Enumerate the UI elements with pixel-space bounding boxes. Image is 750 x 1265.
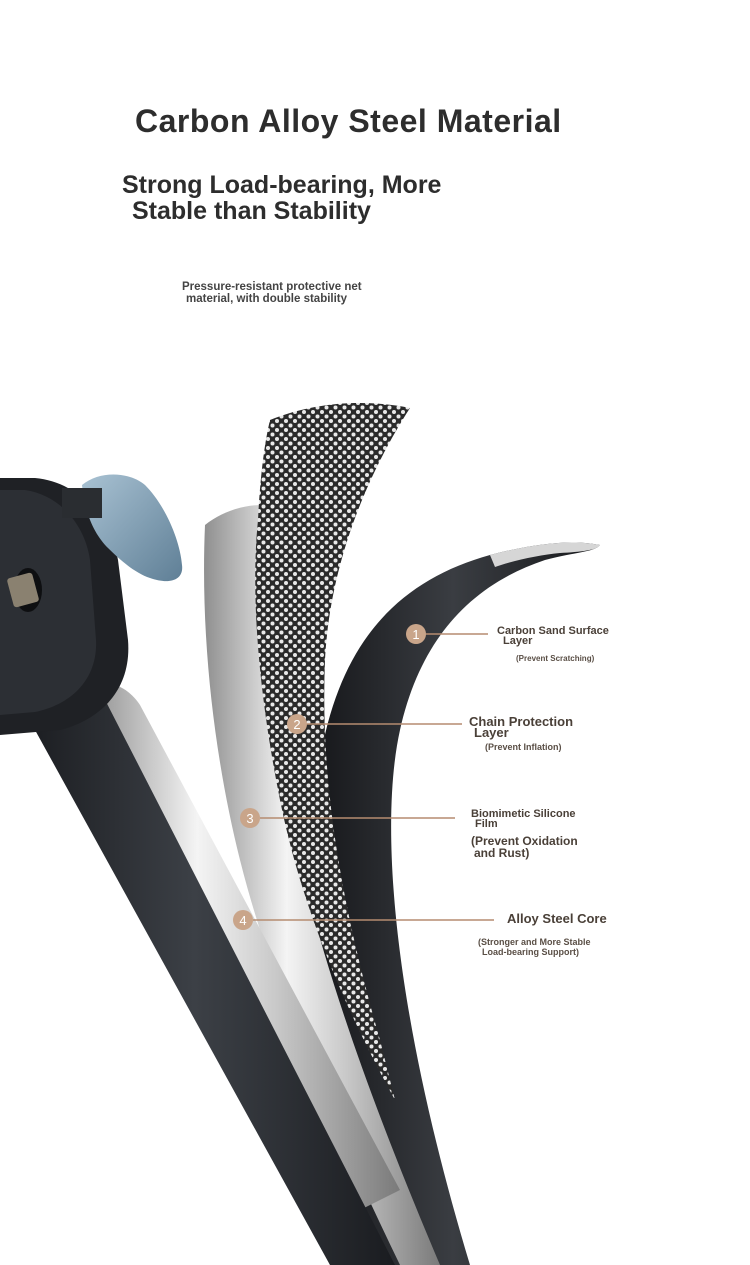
callout-number-1: 1 bbox=[412, 627, 419, 642]
callout-marker-1 bbox=[406, 624, 426, 644]
callout-marker-3 bbox=[240, 808, 260, 828]
callout-1-line-1: Carbon Sand Surface bbox=[497, 625, 609, 637]
callout-number-4: 4 bbox=[239, 913, 246, 928]
callout-3-line-2: Film bbox=[475, 818, 498, 830]
alloy-steel-core bbox=[88, 683, 400, 1210]
callout-4-line-1: Alloy Steel Core bbox=[507, 911, 607, 926]
callout-marker-2 bbox=[287, 714, 307, 734]
callout-label-4: Alloy Steel Core (Stronger and More Stab… bbox=[478, 911, 607, 957]
callout-label-1: Carbon Sand Surface Layer (Prevent Scrat… bbox=[497, 626, 609, 664]
callout-3-line-1: Biomimetic Silicone bbox=[471, 808, 576, 820]
callout-label-3: Biomimetic Silicone Film (Prevent Oxidat… bbox=[471, 808, 578, 860]
callout-2-line-2: Layer bbox=[474, 725, 509, 740]
knob-icon bbox=[82, 474, 183, 582]
callout-marker-4 bbox=[233, 910, 253, 930]
page-title: Carbon Alloy Steel Material bbox=[135, 103, 562, 139]
callout-2-detail: (Prevent Inflation) bbox=[485, 742, 562, 752]
note-line-2: material, with double stability bbox=[186, 293, 348, 305]
callout-4-detail-2: Load-bearing Support) bbox=[482, 947, 579, 957]
callout-3-detail-1: (Prevent Oxidation bbox=[471, 834, 578, 848]
callout-number-3: 3 bbox=[246, 811, 253, 826]
subtitle-line-1: Strong Load-bearing, More bbox=[122, 171, 442, 199]
subtitle: Strong Load-bearing, More Stable than St… bbox=[122, 172, 441, 224]
material-note: Pressure-resistant protective net materi… bbox=[182, 281, 362, 305]
callout-2-line-1: Chain Protection bbox=[469, 714, 574, 729]
callout-label-2: Chain Protection Layer (Prevent Inflatio… bbox=[469, 714, 574, 753]
clamp-face bbox=[0, 490, 97, 715]
carbon-surface-layer bbox=[306, 542, 600, 1265]
mesh-protection-layer bbox=[255, 403, 410, 1101]
callout-3-detail-2: and Rust) bbox=[474, 846, 530, 860]
subtitle-line-2: Stable than Stability bbox=[132, 197, 371, 225]
callout-1-detail: (Prevent Scratching) bbox=[516, 654, 595, 663]
note-line-1: Pressure-resistant protective net bbox=[182, 281, 362, 293]
callout-1-line-2: Layer bbox=[503, 635, 533, 647]
callout-4-detail-1: (Stronger and More Stable bbox=[478, 937, 591, 947]
hex-nut bbox=[7, 572, 39, 608]
holder-arm-tube bbox=[30, 671, 395, 1265]
callout-number-2: 2 bbox=[293, 717, 300, 732]
carbon-surface-rim bbox=[490, 542, 600, 567]
knob-stem bbox=[62, 488, 102, 518]
